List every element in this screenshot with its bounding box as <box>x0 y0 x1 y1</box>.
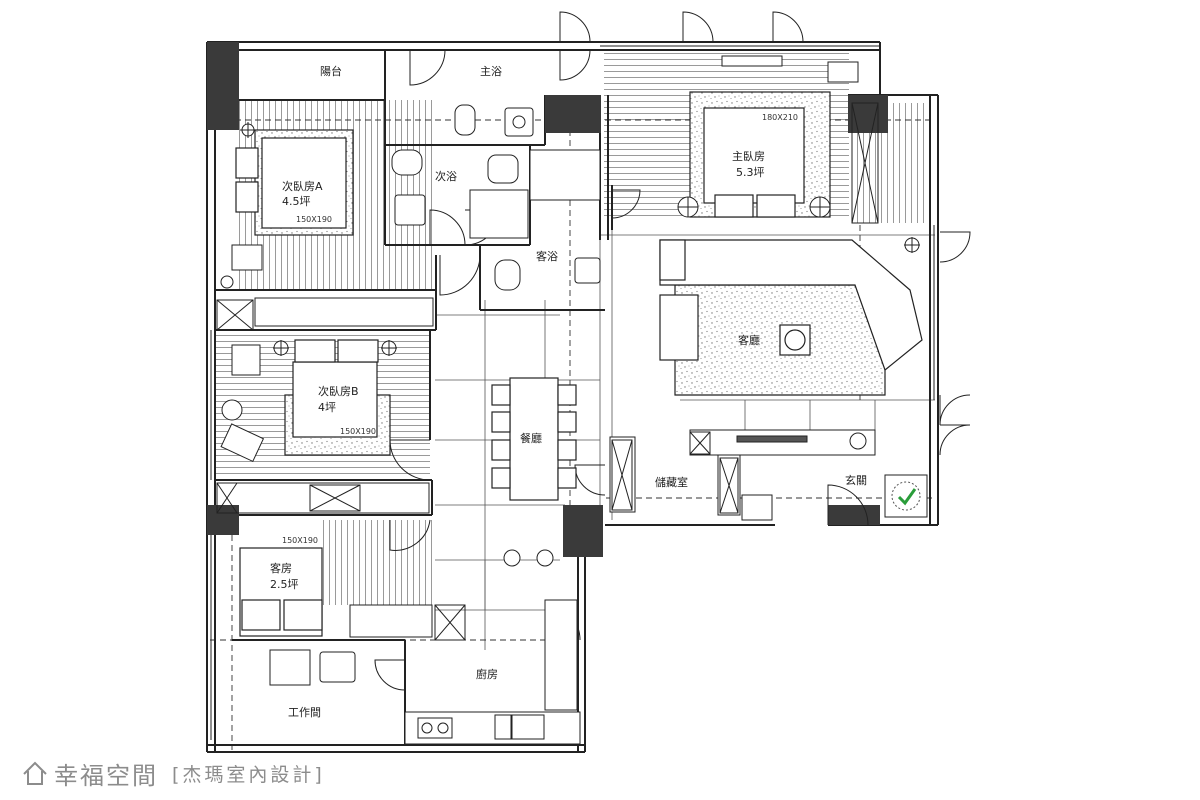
living-room-furniture <box>659 239 923 396</box>
label-bedroom-a: 次臥房A <box>282 179 323 193</box>
label-master-bedroom-size: 5.3坪 <box>736 166 765 179</box>
watermark-brand: 幸福空間 <box>54 761 158 790</box>
plant-icon <box>884 474 928 518</box>
beds <box>235 91 831 637</box>
label-storage: 儲藏室 <box>655 475 688 489</box>
room-labels: 陽台 主浴 次臥房A 4.5坪 150X190 次浴 客浴 180X210 主臥… <box>270 64 867 719</box>
label-entrance: 玄關 <box>845 473 867 487</box>
guest-room-floor <box>322 520 432 605</box>
house-logo-icon <box>23 761 47 785</box>
label-guest-bath: 客浴 <box>536 249 558 263</box>
columns <box>207 42 888 557</box>
label-balcony: 陽台 <box>320 64 342 78</box>
label-bedroom-b: 次臥房B <box>318 384 359 398</box>
fixtures <box>269 55 876 745</box>
label-master-bath: 主浴 <box>480 65 502 78</box>
label-bedroom-b-size: 4坪 <box>318 401 336 414</box>
label-kitchen: 廚房 <box>476 667 498 681</box>
label-utility-room: 工作間 <box>288 706 321 719</box>
label-master-bedroom: 主臥房 <box>732 150 765 163</box>
windows <box>210 45 935 740</box>
dining-set <box>491 377 577 501</box>
label-guest-room-bed: 150X190 <box>282 536 318 545</box>
desks <box>220 244 265 463</box>
label-second-bath: 次浴 <box>435 169 457 183</box>
label-guest-room: 客房 <box>270 561 292 575</box>
label-bedroom-b-bed: 150X190 <box>340 427 376 436</box>
label-bedroom-a-size: 4.5坪 <box>282 195 311 208</box>
wardrobes <box>216 102 879 641</box>
watermark-credit: [杰瑪室內設計] <box>172 763 325 786</box>
label-guest-room-size: 2.5坪 <box>270 578 299 591</box>
label-living-room: 客廳 <box>738 333 760 347</box>
label-master-bed-size: 180X210 <box>762 113 798 122</box>
label-dining: 餐廳 <box>520 431 542 445</box>
watermark: 幸福空間 [杰瑪室內設計] <box>22 756 325 790</box>
label-bedroom-a-bed: 150X190 <box>296 215 332 224</box>
